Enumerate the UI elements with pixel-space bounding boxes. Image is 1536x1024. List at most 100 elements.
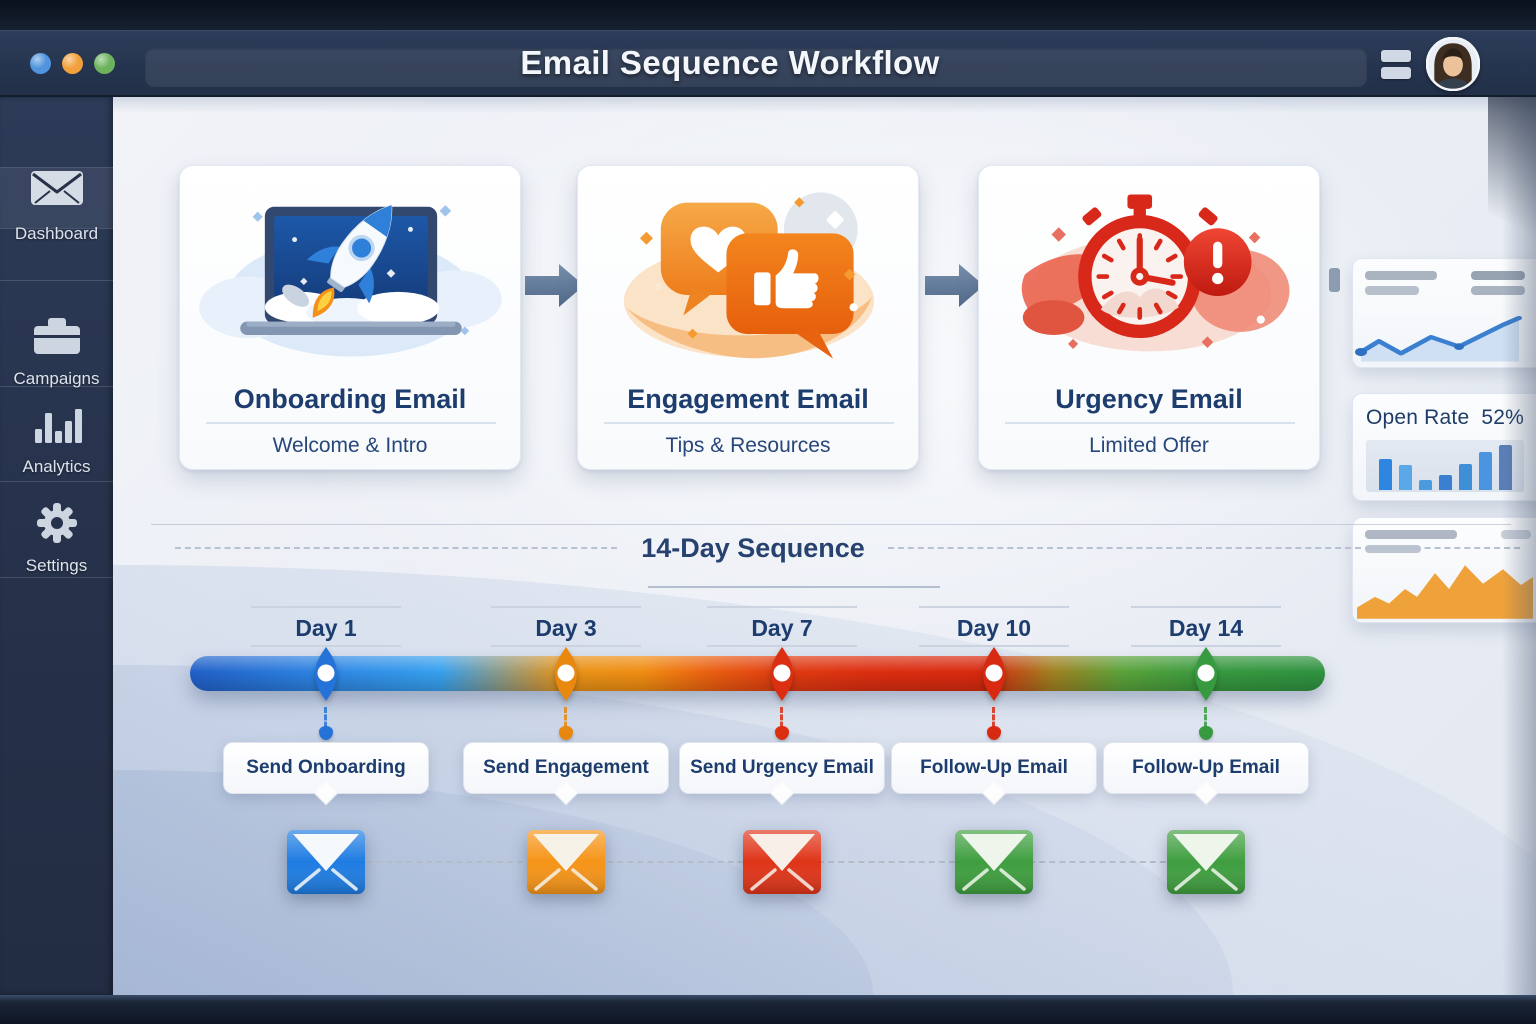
bar — [1398, 464, 1412, 490]
window-title: Email Sequence Workflow — [520, 44, 940, 81]
address-search-bar[interactable] — [145, 48, 1367, 87]
card-urgency-email[interactable]: Urgency Email Limited Offer — [978, 165, 1320, 470]
day-label: Day 3 — [491, 606, 641, 647]
briefcase-icon — [33, 318, 80, 354]
envelope-icon — [955, 830, 1033, 894]
traffic-dot — [30, 53, 51, 74]
timeline-marker[interactable] — [978, 645, 1010, 703]
window-titlebar: Email Sequence Workflow — [0, 30, 1536, 97]
envelope-icon — [1167, 830, 1245, 894]
card-divider — [604, 422, 894, 424]
card-title: Engagement Email — [627, 384, 869, 414]
traffic-dot — [94, 53, 115, 74]
placeholder-text-line — [1365, 530, 1457, 539]
menu-icon[interactable] — [1381, 50, 1411, 80]
corner-shadow — [1488, 97, 1536, 262]
sidebar-item-analytics[interactable]: Analytics — [0, 405, 113, 477]
milestone-dot — [319, 726, 333, 740]
bar — [1438, 475, 1452, 490]
card-title: Urgency Email — [1055, 384, 1243, 414]
bar — [1458, 463, 1472, 490]
bar — [1498, 445, 1512, 490]
window-minimize-button[interactable] — [62, 53, 83, 74]
milestone-dot — [559, 726, 573, 740]
placeholder-text-line — [1501, 530, 1531, 539]
milestone-action-bubble: Send Urgency Email — [679, 742, 885, 794]
day-label: Day 1 — [251, 606, 401, 647]
timeline-marker[interactable] — [766, 645, 798, 703]
rocket-laptop-illustration — [199, 204, 502, 357]
traffic-dot — [62, 53, 83, 74]
placeholder-text-line — [1365, 286, 1419, 295]
widget-trend-chart[interactable] — [1352, 258, 1536, 368]
bar — [1478, 452, 1492, 490]
milestone-dot — [987, 726, 1001, 740]
timeline-gradient-bar — [190, 656, 1325, 691]
card-title: Onboarding Email — [233, 384, 467, 414]
envelope-icon — [287, 830, 365, 894]
avatar-illustration — [1425, 36, 1481, 92]
sidebar-item-settings[interactable]: Settings — [0, 501, 113, 576]
heading-underline — [648, 586, 940, 588]
envelope-icon — [527, 830, 605, 894]
bar-chart-icon — [34, 409, 82, 443]
placeholder-text-line — [1471, 286, 1525, 295]
bar — [1418, 480, 1432, 490]
card-divider — [1005, 422, 1295, 424]
milestone-day-7: Day 7 Send Urgency Email — [677, 606, 887, 916]
timeline-marker[interactable] — [550, 645, 582, 703]
milestone-day-10: Day 10 Follow-Up Email — [889, 606, 1099, 916]
chat-bubbles-illustration — [623, 192, 875, 359]
card-subtitle: Tips & Resources — [665, 434, 831, 457]
timeline-marker[interactable] — [310, 645, 342, 703]
monitor-bezel-bottom — [0, 995, 1536, 1024]
milestone-action-bubble: Send Onboarding — [223, 742, 429, 794]
flow-arrow-icon — [525, 264, 584, 307]
milestone-day-3: Day 3 Send Engagement — [461, 606, 671, 916]
day-label: Day 7 — [707, 606, 857, 647]
placeholder-text-line — [1471, 271, 1525, 280]
timeline-marker[interactable] — [1190, 645, 1222, 703]
sidebar-divider — [0, 481, 113, 482]
user-avatar[interactable] — [1425, 36, 1481, 92]
envelope-icon — [30, 171, 83, 205]
milestone-action-bubble: Follow-Up Email — [1103, 742, 1309, 794]
gear-icon — [36, 503, 77, 543]
card-divider — [206, 422, 496, 424]
open-rate-text: Open Rate — [1365, 406, 1470, 429]
envelope-icon — [743, 830, 821, 894]
flow-arrow-stub — [1329, 268, 1340, 292]
milestone-day-14: Day 14 Follow-Up Email — [1101, 606, 1311, 916]
monitor-bezel-top — [0, 0, 1536, 30]
open-rate-label: Open Rate 52% — [1353, 406, 1536, 430]
sidebar-divider — [0, 577, 113, 578]
line-chart — [1355, 316, 1522, 362]
sequence-heading: 14-Day Sequence — [641, 533, 865, 563]
flow-arrow-icon — [925, 264, 984, 307]
card-onboarding-email[interactable]: Onboarding Email Welcome & Intro — [179, 165, 521, 470]
bar — [1378, 458, 1392, 490]
card-engagement-email[interactable]: Engagement Email Tips & Resources — [577, 165, 919, 470]
sidebar-item-dashboard[interactable]: Dashboard — [0, 165, 113, 244]
placeholder-text-line — [1365, 545, 1421, 553]
sidebar-divider — [0, 280, 113, 281]
sidebar-item-label: Dashboard — [14, 224, 99, 243]
sidebar-item-campaigns[interactable]: Campaigns — [0, 316, 113, 389]
heading-dash-left — [175, 547, 617, 549]
sidebar-divider — [0, 386, 113, 387]
milestone-action-bubble: Follow-Up Email — [891, 742, 1097, 794]
card-subtitle: Limited Offer — [1089, 434, 1209, 457]
bar-chart — [1366, 440, 1524, 492]
milestone-dot — [775, 726, 789, 740]
area-chart — [1357, 565, 1533, 619]
widget-open-rate[interactable]: Open Rate 52% — [1352, 393, 1536, 501]
section-divider — [151, 524, 1511, 525]
sidebar-item-label: Campaigns — [13, 369, 100, 388]
window-close-button[interactable] — [30, 53, 51, 74]
milestone-day-1: Day 1 Send Onboarding — [221, 606, 431, 916]
day-label: Day 10 — [919, 606, 1069, 647]
window-zoom-button[interactable] — [94, 53, 115, 74]
widget-growth-chart[interactable] — [1352, 517, 1536, 623]
sidebar-item-label: Settings — [25, 556, 88, 575]
